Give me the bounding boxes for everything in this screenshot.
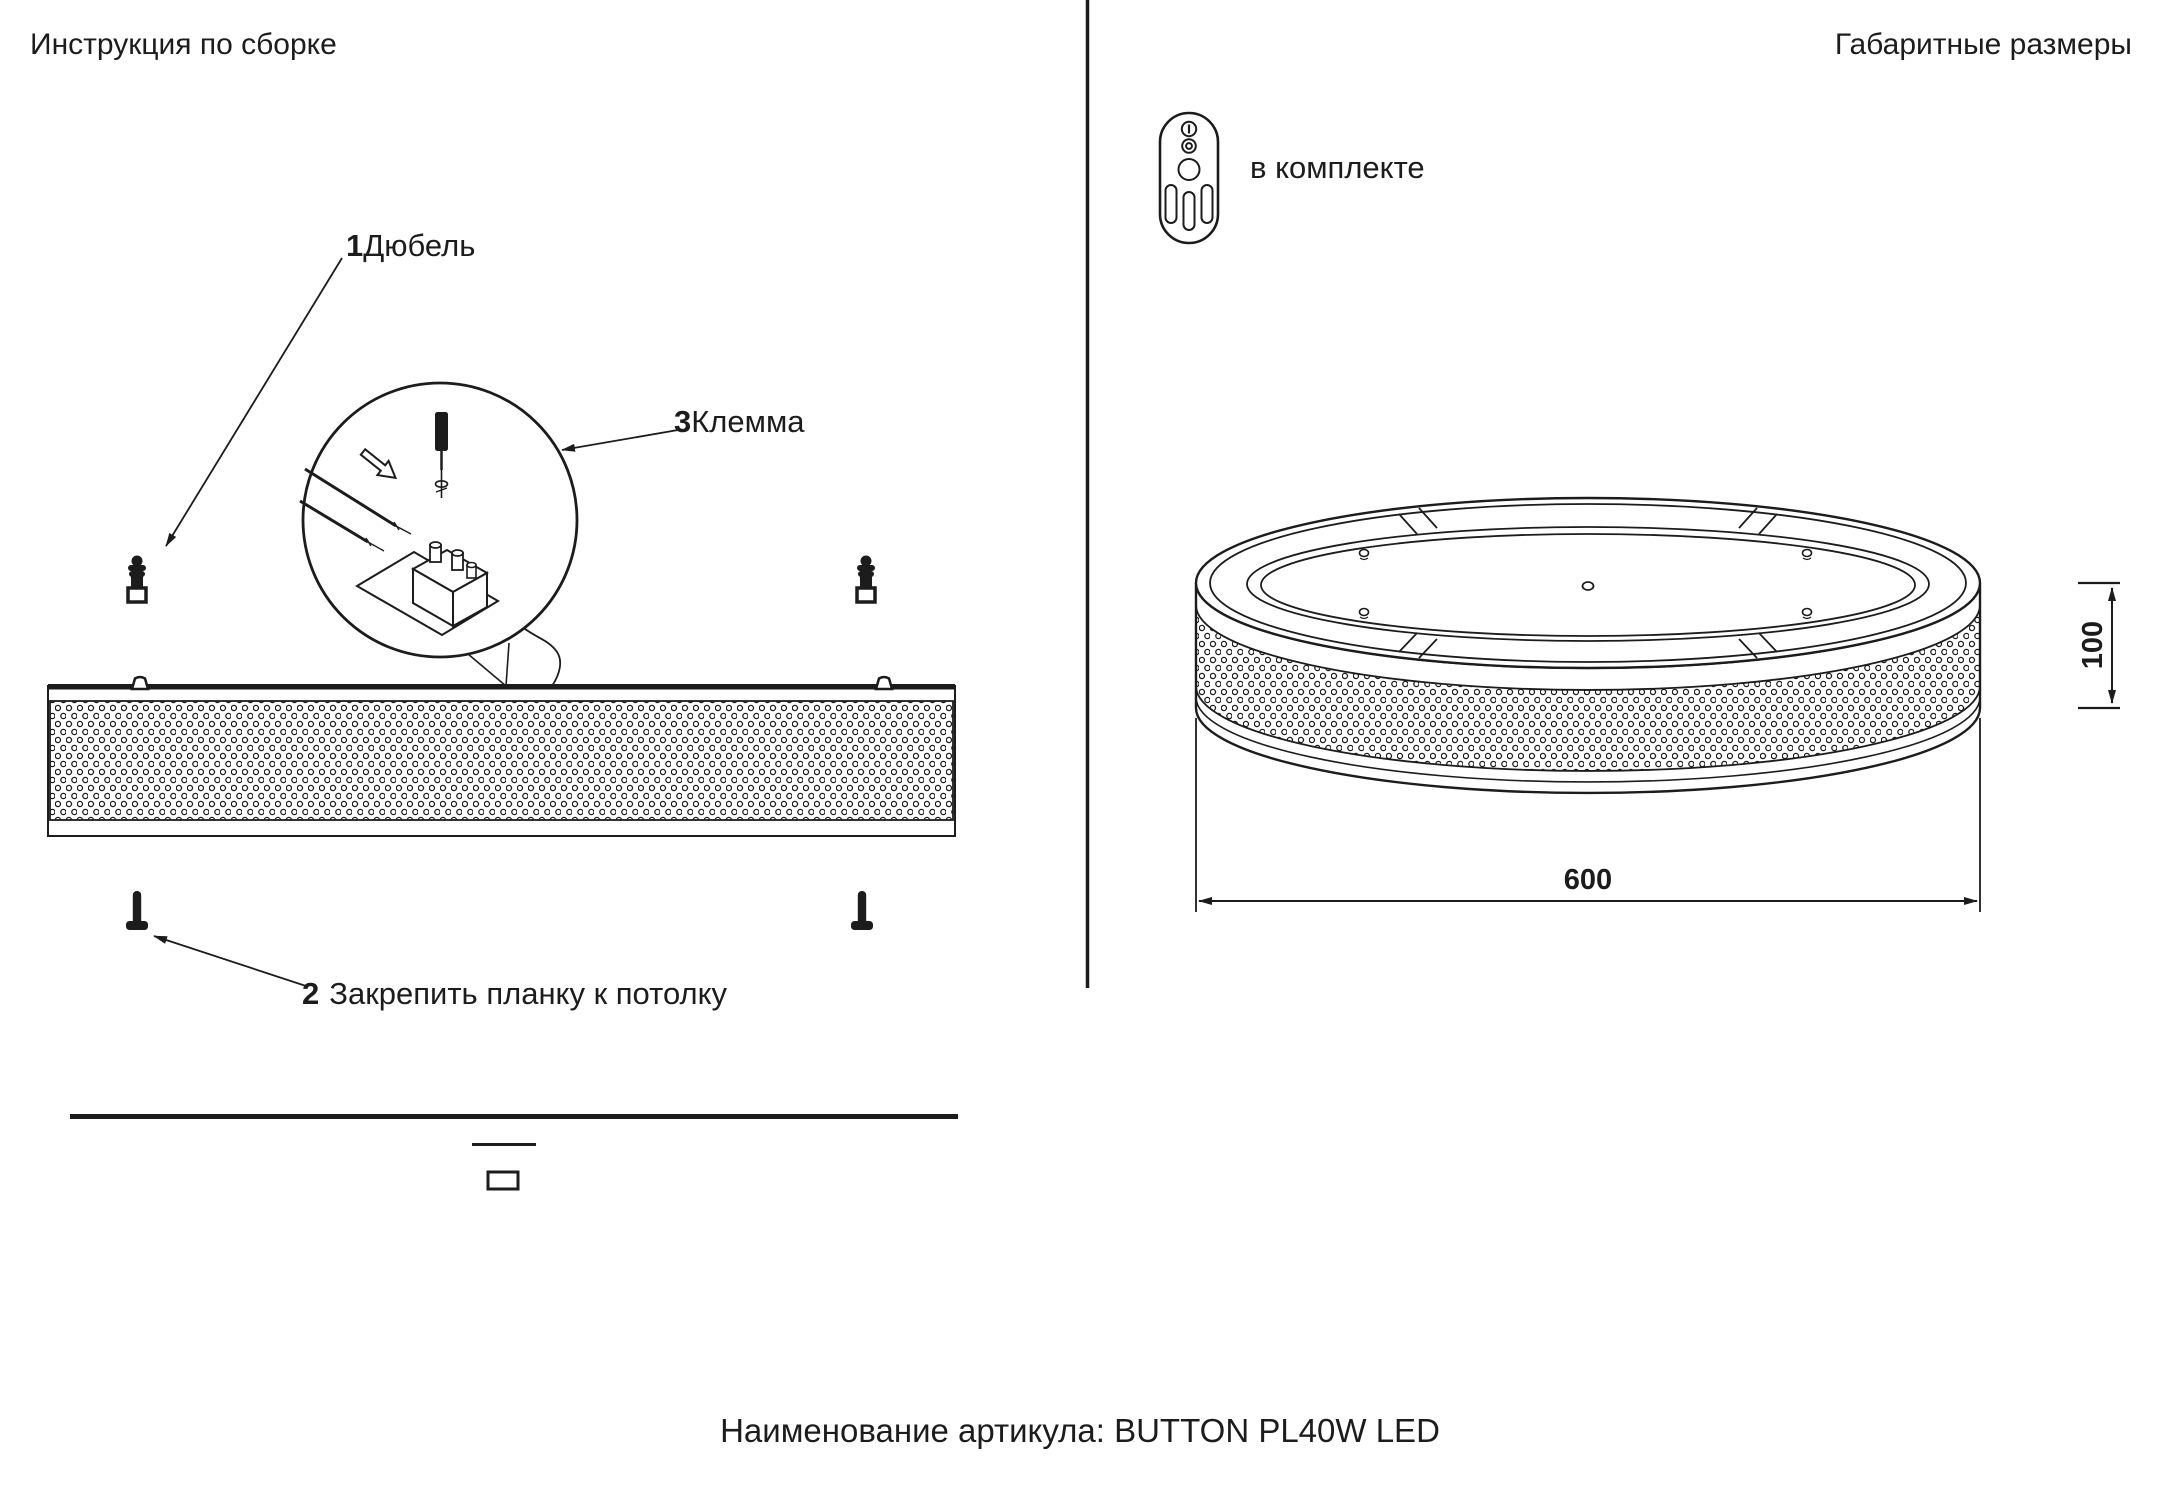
screw-icon-left — [126, 891, 148, 930]
callout-dowel: 1Дюбель — [346, 228, 475, 264]
callout-terminal-label: Клемма — [691, 404, 805, 439]
dimension-drawing — [1158, 111, 2120, 912]
screwdriver-icon — [434, 412, 449, 498]
bar-hook-right — [874, 675, 894, 691]
callout-terminal-number: 3 — [674, 404, 692, 439]
screw-icon-right — [851, 891, 873, 930]
callout-terminal: 3Клемма — [674, 404, 805, 440]
lamp-drawing — [1194, 496, 1982, 795]
bar-perforated-panel — [49, 700, 954, 821]
assembly-diagram — [47, 257, 958, 1191]
dimension-height-lines — [2078, 581, 2120, 710]
ceiling-line — [70, 1114, 958, 1191]
callout-fix-bar-number: 2 — [302, 976, 320, 1011]
dimension-width-lines — [1195, 718, 1981, 912]
supply-wires — [299, 467, 412, 552]
lamp-perforated-shade — [1195, 604, 1981, 772]
insert-arrow-icon — [359, 447, 398, 480]
leader-arrow-dowel — [165, 257, 343, 547]
terminal-block — [355, 541, 500, 637]
dowel-icon-left — [126, 554, 148, 604]
left-panel-title: Инструкция по сборке — [30, 28, 337, 61]
callout-fix-bar-label: Закрепить планку к потолку — [329, 976, 728, 1011]
mounting-bar — [47, 675, 956, 837]
remote-included-note: в комплекте — [1250, 150, 1425, 185]
rim-notches — [1398, 507, 1778, 659]
callout-dowel-number: 1 — [346, 228, 364, 263]
dimension-width-value: 600 — [1563, 864, 1613, 896]
detail-circle — [299, 381, 579, 659]
callout-fix-bar: 2 Закрепить планку к потолку — [302, 976, 727, 1012]
article-name: Наименование артикула: BUTTON PL40W LED — [720, 1412, 1440, 1449]
callout-dowel-label: Дюбель — [363, 228, 476, 263]
mounting-holes — [1358, 548, 1813, 620]
dimension-height-value: 100 — [2077, 620, 2109, 670]
remote-control-icon — [1158, 111, 1220, 245]
right-panel-title: Габаритные размеры — [1834, 28, 2132, 61]
leader-arrow-screw — [153, 935, 307, 987]
dowel-icon-right — [855, 554, 877, 604]
bar-hook-left — [130, 675, 150, 691]
leader-arrow-terminal — [561, 429, 679, 452]
